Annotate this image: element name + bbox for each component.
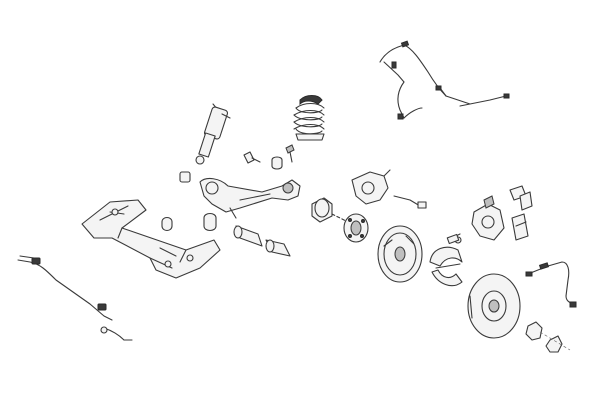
coil-spring-icon xyxy=(293,95,325,141)
parking-brake-cable-icon xyxy=(379,40,510,120)
brake-shoe-icon xyxy=(429,236,463,287)
brake-disc-icon xyxy=(467,273,521,339)
backing-plate-icon xyxy=(377,225,423,283)
subframe-icon xyxy=(81,199,221,279)
stabilizer-bar-icon xyxy=(17,255,133,341)
brake-pad-icon xyxy=(509,185,533,241)
hub-nut-icon xyxy=(525,321,571,353)
bushing-icon xyxy=(233,225,291,257)
bump-stop-icon xyxy=(179,144,295,183)
wheel-hub-icon xyxy=(343,213,369,243)
brake-hose-icon xyxy=(525,261,577,308)
wheel-carrier-icon xyxy=(351,169,427,209)
brake-caliper-icon xyxy=(446,195,505,245)
trailing-arm-icon xyxy=(199,177,301,219)
shock-absorber-icon xyxy=(195,103,231,165)
